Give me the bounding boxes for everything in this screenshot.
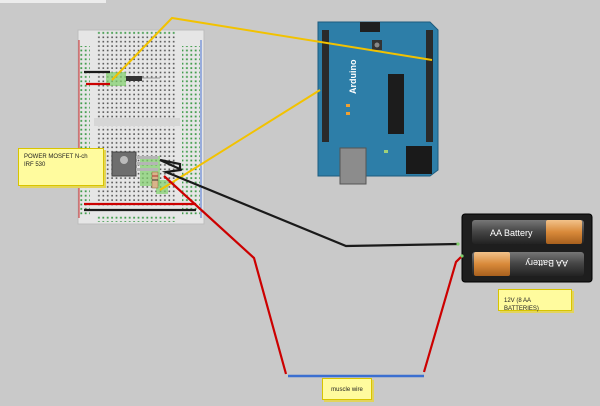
- battery-terminal-pos: [460, 254, 464, 258]
- wire-red-right: [422, 255, 463, 373]
- arduino-brand-label: Arduino: [348, 59, 358, 94]
- note-battery[interactable]: 12V (8 AA BATTERIES): [498, 289, 572, 313]
- top-strip: [0, 0, 106, 3]
- wire-yellow-top: [111, 16, 433, 81]
- battery-cell-label-1: AA Battery: [490, 228, 533, 238]
- note-wire-text: muscle wire: [331, 387, 363, 393]
- wire-yellow-lower: [159, 89, 321, 191]
- arduino-board: Arduino: [317, 21, 439, 185]
- note-mosfet-line2: IRF 530: [24, 162, 46, 169]
- note-mosfet-line1: POWER MOSFET N-ch: [24, 154, 88, 160]
- battery-pack: AA Battery AA Battery: [461, 213, 593, 283]
- wire-black-ground: [159, 158, 459, 248]
- battery-terminal-neg: [456, 242, 460, 246]
- resistor-gate: [151, 171, 159, 189]
- battery-cell-label-2: AA Battery: [525, 258, 568, 268]
- wire-black-stub: [159, 158, 183, 172]
- mosfet-irf530: [111, 151, 158, 177]
- resistor-top: [126, 76, 142, 81]
- note-muscle-wire[interactable]: muscle wire: [322, 378, 372, 400]
- wire-red-left: [163, 175, 288, 375]
- note-battery-text: 12V (8 AA BATTERIES): [504, 298, 539, 313]
- note-mosfet[interactable]: POWER MOSFET N-ch IRF 530: [18, 148, 104, 186]
